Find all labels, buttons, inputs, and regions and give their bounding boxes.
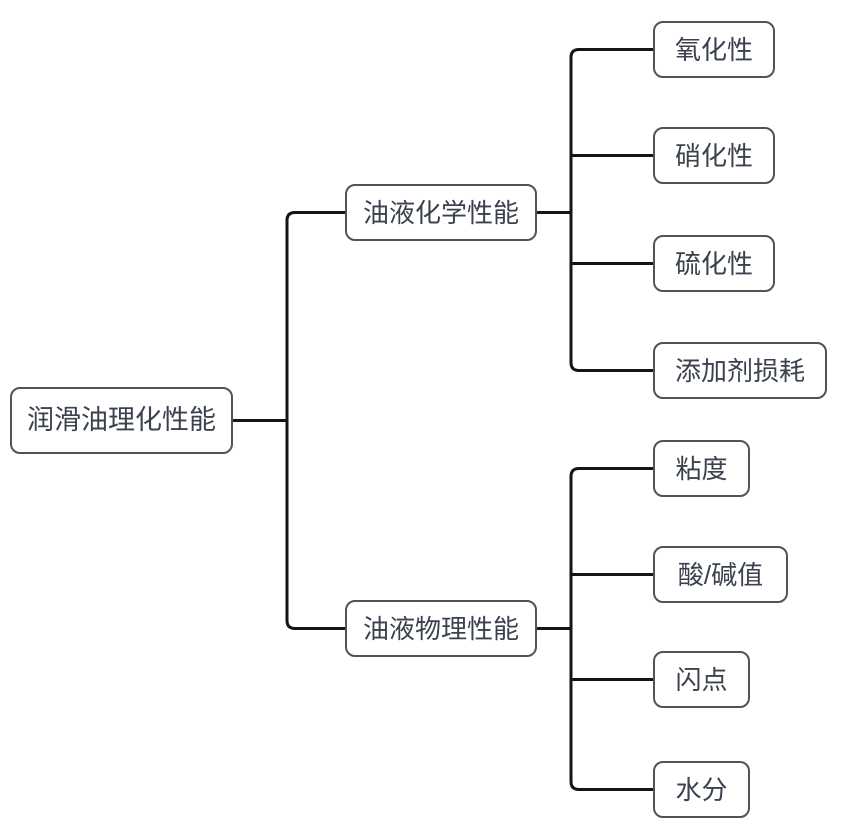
node-label: 酸/碱值: [677, 559, 764, 590]
node-leaf-flash-point: 闪点: [653, 651, 750, 708]
node-label: 硫化性: [674, 248, 753, 279]
node-leaf-additive-depletion: 添加剂损耗: [653, 342, 827, 399]
node-label: 闪点: [675, 664, 728, 695]
node-label: 润滑油理化性能: [27, 405, 216, 435]
connector-chem-trunk: [569, 48, 653, 372]
node-label: 氧化性: [674, 34, 753, 65]
connector-main-trunk: [285, 211, 345, 630]
node-leaf-acid-base-number: 酸/碱值: [653, 546, 788, 603]
node-leaf-nitration: 硝化性: [653, 127, 775, 184]
node-label: 水分: [675, 774, 728, 805]
node-leaf-sulfation: 硫化性: [653, 235, 775, 292]
node-leaf-moisture: 水分: [653, 761, 750, 818]
node-leaf-viscosity: 粘度: [653, 440, 750, 497]
node-label: 油液物理性能: [362, 613, 519, 644]
node-label: 添加剂损耗: [674, 355, 805, 386]
connector-phys-trunk: [569, 467, 653, 791]
node-label: 硝化性: [674, 140, 753, 171]
node-label: 粘度: [675, 453, 728, 484]
node-label: 油液化学性能: [362, 197, 519, 228]
node-leaf-oxidation: 氧化性: [653, 21, 775, 78]
node-branch-chemical-properties: 油液化学性能: [345, 184, 537, 241]
node-branch-physical-properties: 油液物理性能: [345, 600, 537, 657]
node-root-lubricant-properties: 润滑油理化性能: [10, 387, 233, 454]
